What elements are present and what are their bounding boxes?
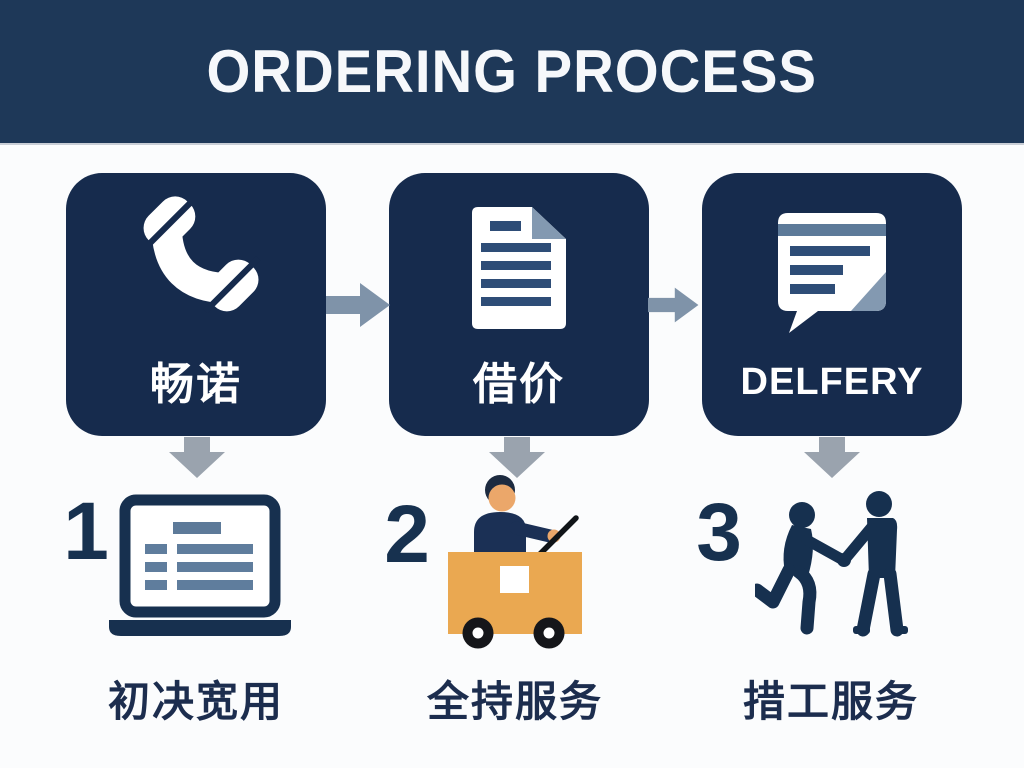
arrow-right-icon xyxy=(326,283,390,327)
step-number-3: 3 xyxy=(696,487,742,578)
laptop-form-icon xyxy=(109,494,291,636)
step-box-label: DELFERY xyxy=(740,361,924,403)
step-box-1: 畅诺 xyxy=(66,173,326,436)
step-box-label: 借价 xyxy=(473,360,565,409)
step-caption-3: 措工服务 xyxy=(742,678,919,725)
step-number-1: 1 xyxy=(63,486,109,577)
phone-icon xyxy=(141,195,261,314)
document-icon xyxy=(472,207,566,329)
cart-with-worker-icon xyxy=(448,475,582,649)
handshake-people-icon xyxy=(755,491,908,637)
page-title: ORDERING PROCESS xyxy=(206,38,818,105)
step-caption-2: 全持服务 xyxy=(426,678,603,725)
header-banner: ORDERING PROCESS xyxy=(0,0,1024,145)
step-caption-1: 初决宽用 xyxy=(107,678,284,725)
arrow-down-icon xyxy=(489,437,545,478)
step-box-label: 畅诺 xyxy=(150,360,242,409)
step-number-2: 2 xyxy=(384,489,430,580)
arrow-down-icon xyxy=(169,437,225,478)
step-box-2: 借价 xyxy=(389,173,649,436)
step-box-3: DELFERY xyxy=(702,173,962,436)
arrow-down-icon xyxy=(804,437,860,478)
arrow-right-icon xyxy=(648,287,699,323)
chat-bubble-icon xyxy=(778,213,886,333)
